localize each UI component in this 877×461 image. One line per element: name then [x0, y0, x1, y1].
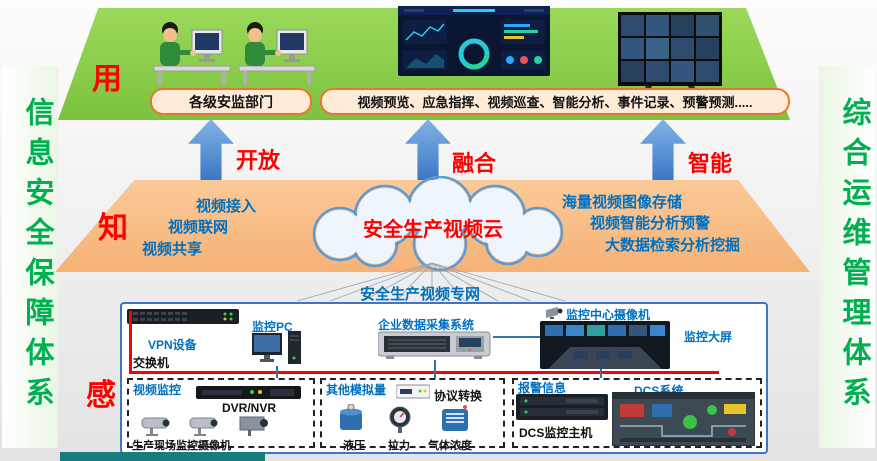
dcs-host-label: DCS监控主机 [519, 426, 593, 440]
video-wall-image [618, 12, 722, 100]
private-network-label: 安全生产视频专网 [360, 286, 481, 303]
operators-clipart [153, 22, 316, 85]
arrow-label-fusion: 融合 [452, 151, 497, 176]
field-cameras-icons [141, 416, 268, 436]
up-arrow-fusion [405, 119, 451, 181]
decor-strip [60, 452, 265, 461]
analog-group-title: 其他模拟量 [326, 383, 387, 397]
protocol-converter-label: 协议转换 [434, 389, 483, 403]
red-bus-horizontal [129, 371, 719, 374]
sensor-label-tension: 拉力 [388, 440, 410, 452]
big-screen-label: 监控大屏 [684, 330, 733, 344]
use-layer-label: 用 [92, 63, 122, 96]
know-layer-label: 知 [98, 212, 128, 245]
up-arrow-open [188, 119, 234, 181]
control-room-image [540, 321, 670, 369]
red-bus-vertical [129, 311, 132, 373]
connector-server [434, 360, 436, 378]
dcs-host-icon [516, 394, 608, 420]
cloud-shape [312, 176, 564, 271]
dvr-device [196, 386, 301, 399]
department-box: 各级安监部门 [150, 88, 312, 115]
connector-alarm [600, 369, 602, 378]
arrow-label-smart: 智能 [688, 151, 733, 176]
vpn-label: VPN设备 [148, 338, 197, 352]
connector-pc [276, 366, 278, 378]
sensors-icons [340, 404, 468, 433]
dvr-label: DVR/NVR [222, 401, 277, 415]
monitor-pc-label: 监控PC [252, 320, 293, 334]
sense-layer-label: 感 [86, 379, 116, 412]
sensor-label-hydraulic: 液压 [343, 440, 365, 452]
dcs-screen-image [612, 392, 755, 446]
cloud-network-links [296, 262, 566, 302]
functions-box: 视频预览、应急指挥、视频巡查、智能分析、事件记录、预警预测..... [320, 88, 790, 115]
know-item-video-share: 视频共享 [142, 241, 203, 258]
left-banner: 信息安全保障体系 [2, 66, 58, 448]
video-group-title: 视频监控 [133, 383, 182, 397]
cloud-title: 安全生产视频云 [363, 219, 503, 241]
data-collection-label: 企业数据采集系统 [378, 318, 475, 332]
right-banner: 综合运维管理体系 [819, 66, 875, 448]
field-cameras-label: 生产现场监控摄像机 [132, 440, 231, 452]
switch-device [127, 309, 239, 324]
arrow-label-open: 开放 [236, 148, 281, 173]
center-camera-label: 监控中心摄像机 [566, 308, 651, 322]
monitor-pc-icon [252, 331, 301, 364]
alarm-group-title: 报警信息 [518, 381, 567, 395]
know-item-video-network: 视频联网 [168, 219, 229, 236]
dashboard-image [398, 6, 550, 76]
up-arrow-smart [640, 119, 686, 181]
sensor-label-gas: 气体浓度 [428, 440, 472, 452]
center-camera-icon [546, 307, 563, 319]
data-collection-server-icon [378, 331, 491, 359]
protocol-converter-icon [396, 384, 430, 399]
connector-control-room [493, 336, 540, 338]
switch-label: 交换机 [133, 356, 170, 370]
know-item-storage: 海量视频图像存储 [562, 194, 683, 211]
know-item-ai-alert: 视频智能分析预警 [590, 215, 711, 232]
know-item-bigdata: 大数据检索分析挖掘 [605, 237, 741, 254]
know-item-video-access: 视频接入 [196, 198, 257, 215]
